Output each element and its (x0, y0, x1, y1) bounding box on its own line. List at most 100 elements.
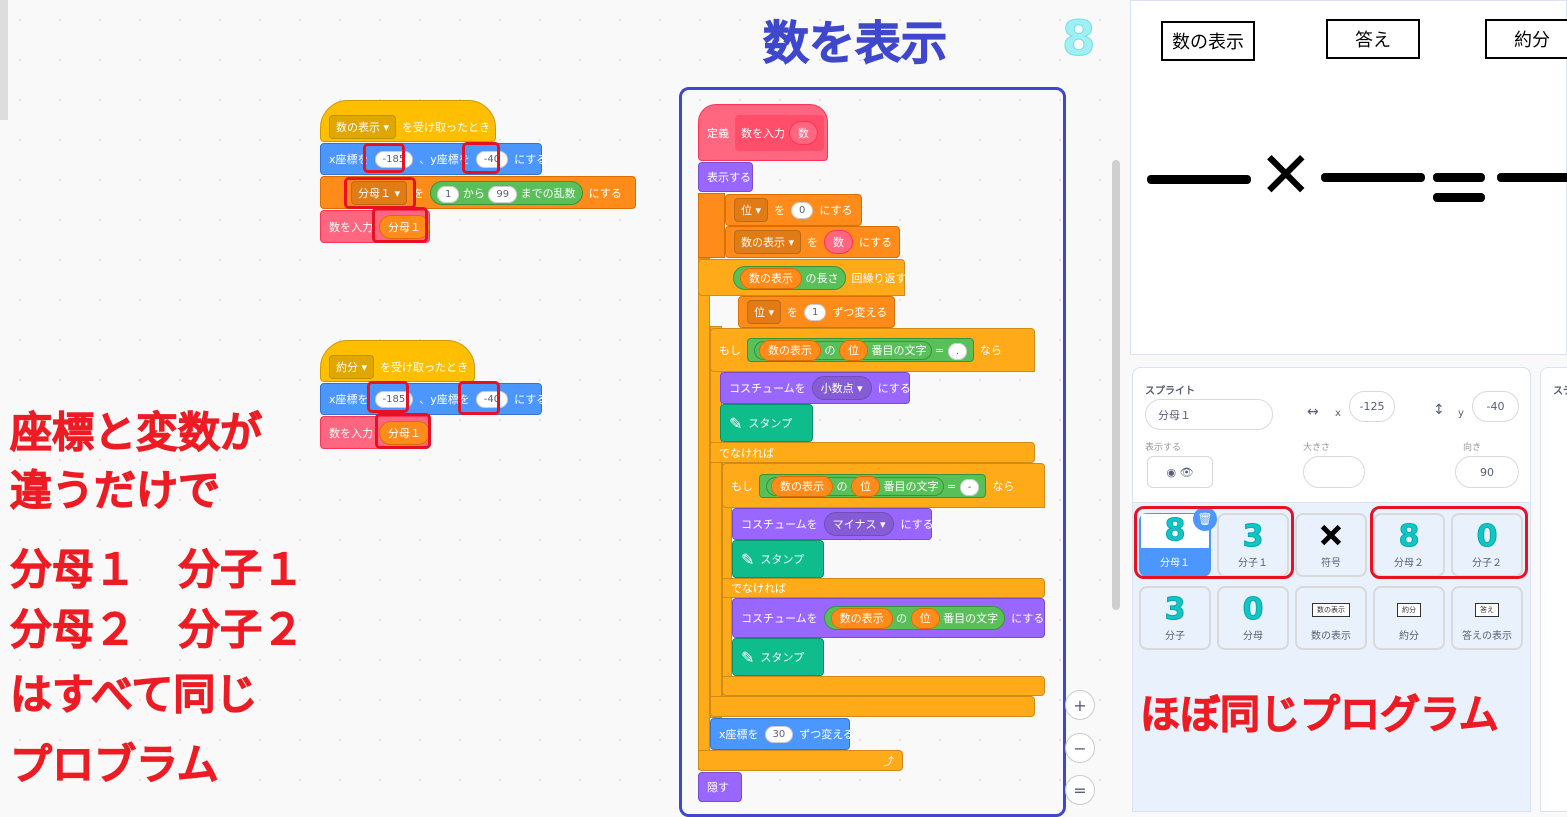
compare-input[interactable]: - (959, 478, 980, 496)
annotation-digit: 8 (1061, 11, 1096, 67)
highlight-box (1134, 506, 1294, 579)
label: 定義 (707, 126, 729, 140)
delete-sprite-icon[interactable]: 🗑 (1193, 507, 1217, 531)
letter-of-block[interactable]: 数の表示 の 位 番目の文字 (823, 606, 1006, 630)
set-variable-block[interactable]: 数の表示 ▾を数にする (725, 226, 900, 258)
x-input[interactable]: -185 (374, 390, 414, 408)
stamp-block[interactable]: ✎スタンプ (732, 638, 824, 676)
costume-dropdown[interactable]: マイナス ▾ (823, 512, 895, 536)
sprite-name: 分子１ (1238, 558, 1268, 569)
variable-dropdown[interactable]: 分母１ ▾ (351, 180, 408, 205)
sprite-thumbnail: 0 (1242, 592, 1264, 627)
sprite-name: 符号 (1321, 558, 1341, 569)
call-input-number-block[interactable]: 数を入力分母１ (320, 210, 430, 243)
y-input[interactable]: -40 (1472, 391, 1519, 422)
hat-label: を受け取ったとき (402, 121, 491, 134)
equals-block[interactable]: 数の表示 の 位 番目の文字 = - (759, 473, 987, 498)
param-reporter[interactable]: 数 (789, 120, 818, 145)
stamp-block[interactable]: ✎スタンプ (720, 404, 813, 442)
fraction-bar (1497, 173, 1567, 182)
sprite-name: 分子２ (1472, 558, 1502, 569)
zoom-in-button[interactable]: + (1065, 690, 1095, 720)
value-input[interactable]: 30 (764, 725, 794, 743)
sprite-info: スプライト 分母１ ↔ x -125 ↕ y -40 表示する ◉ 👁 大きさ … (1133, 368, 1530, 503)
visibility-toggle[interactable]: ◉ 👁 (1147, 456, 1213, 488)
variable-reporter[interactable]: 数の表示 (740, 267, 802, 289)
switch-costume-block[interactable]: コスチュームを小数点 ▾にする (720, 372, 911, 404)
variable-reporter[interactable]: 分母１ (379, 420, 430, 445)
if-else-block[interactable]: もし数の表示 の 位 番目の文字 = -なら (722, 463, 1045, 508)
value-input[interactable]: 1 (804, 303, 827, 321)
hide-block[interactable]: 隠す (698, 772, 742, 802)
switch-costume-block[interactable]: コスチュームをマイナス ▾にする (732, 508, 934, 540)
switch-costume-block[interactable]: コスチュームを数の表示 の 位 番目の文字にする (732, 598, 1045, 638)
zoom-out-button[interactable]: − (1065, 733, 1095, 763)
repeat-end: ⤴ (698, 750, 903, 771)
value-input[interactable]: 0 (791, 201, 814, 219)
param-reporter[interactable]: 数 (824, 230, 854, 254)
annotation-title: 数を表示 (763, 16, 948, 70)
compare-input[interactable]: . (947, 343, 967, 360)
equals-block[interactable]: 数の表示 の 位 番目の文字 = . (747, 338, 974, 362)
x-input[interactable]: -125 (1349, 391, 1395, 422)
workspace-left-scrollbar[interactable] (0, 0, 8, 120)
to-input[interactable]: 99 (488, 185, 518, 203)
size-input[interactable] (1303, 456, 1365, 488)
sprite-thumbnail: ✕ (1317, 519, 1344, 555)
highlight-box (1370, 506, 1528, 579)
stage[interactable]: 数の表示 答え 約分 ✕ (1130, 0, 1567, 355)
sprite-tile[interactable]: 数の表示数の表示 (1295, 586, 1367, 650)
sprite-tile[interactable]: 約分約分 (1373, 586, 1445, 650)
pen-icon: ✎ (729, 413, 743, 433)
message-dropdown[interactable]: 数の表示 ▾ (329, 115, 397, 139)
sprite-name-input[interactable]: 分母１ (1145, 399, 1273, 430)
equals-bar (1433, 193, 1485, 202)
sprite-tile[interactable]: ✕ 符号 (1295, 513, 1367, 577)
when-receive-hat[interactable]: 数の表示 ▾ を受け取ったとき (320, 100, 496, 142)
pen-icon: ✎ (741, 647, 755, 667)
variable-dropdown[interactable]: 数の表示 ▾ (734, 230, 802, 254)
variable-dropdown[interactable]: 位 ▾ (734, 198, 769, 222)
sprite-thumbnail: 約分 (1397, 603, 1421, 617)
from-input[interactable]: 1 (437, 185, 460, 203)
direction-input[interactable]: 90 (1455, 456, 1519, 488)
define-hat[interactable]: 定義数を入力数 (698, 104, 828, 161)
when-receive-hat[interactable]: 約分 ▾を受け取ったとき (320, 340, 475, 382)
show-block[interactable]: 表示する (698, 162, 753, 192)
zoom-reset-button[interactable]: = (1065, 775, 1095, 805)
sprite-tile[interactable]: 答え答えの表示 (1451, 586, 1523, 650)
length-block[interactable]: 数の表示 の長さ (733, 265, 846, 290)
random-block[interactable]: 1 から 99 までの乱数 (430, 180, 583, 205)
pen-icon: ✎ (741, 549, 755, 569)
label: にする (514, 153, 548, 166)
prototype-block[interactable]: 数を入力数 (735, 114, 824, 151)
code-workspace[interactable] (0, 0, 1125, 812)
sprite-thumbnail: 答え (1475, 603, 1499, 617)
y-label: y (1458, 408, 1464, 419)
show-label: 表示する (1145, 443, 1182, 453)
variable-reporter[interactable]: 分母１ (379, 214, 430, 239)
message-dropdown[interactable]: 約分 ▾ (329, 355, 375, 379)
repeat-block[interactable]: 数の表示 の長さ回繰り返す (698, 259, 907, 296)
if-else-block[interactable]: もし数の表示 の 位 番目の文字 = .なら (710, 328, 1035, 372)
label: までの乱数 (520, 186, 576, 200)
loop-arrow-icon: ⤴ (883, 754, 894, 768)
stamp-block[interactable]: ✎スタンプ (732, 540, 824, 578)
sprite-name: 答えの表示 (1462, 631, 1512, 642)
costume-dropdown[interactable]: 小数点 ▾ (811, 376, 872, 400)
label: 数を入力 (329, 426, 373, 440)
stage-label-reduce: 約分 (1485, 19, 1567, 59)
variable-dropdown[interactable]: 位 ▾ (747, 300, 782, 324)
workspace-scrollbar[interactable] (1112, 160, 1120, 610)
